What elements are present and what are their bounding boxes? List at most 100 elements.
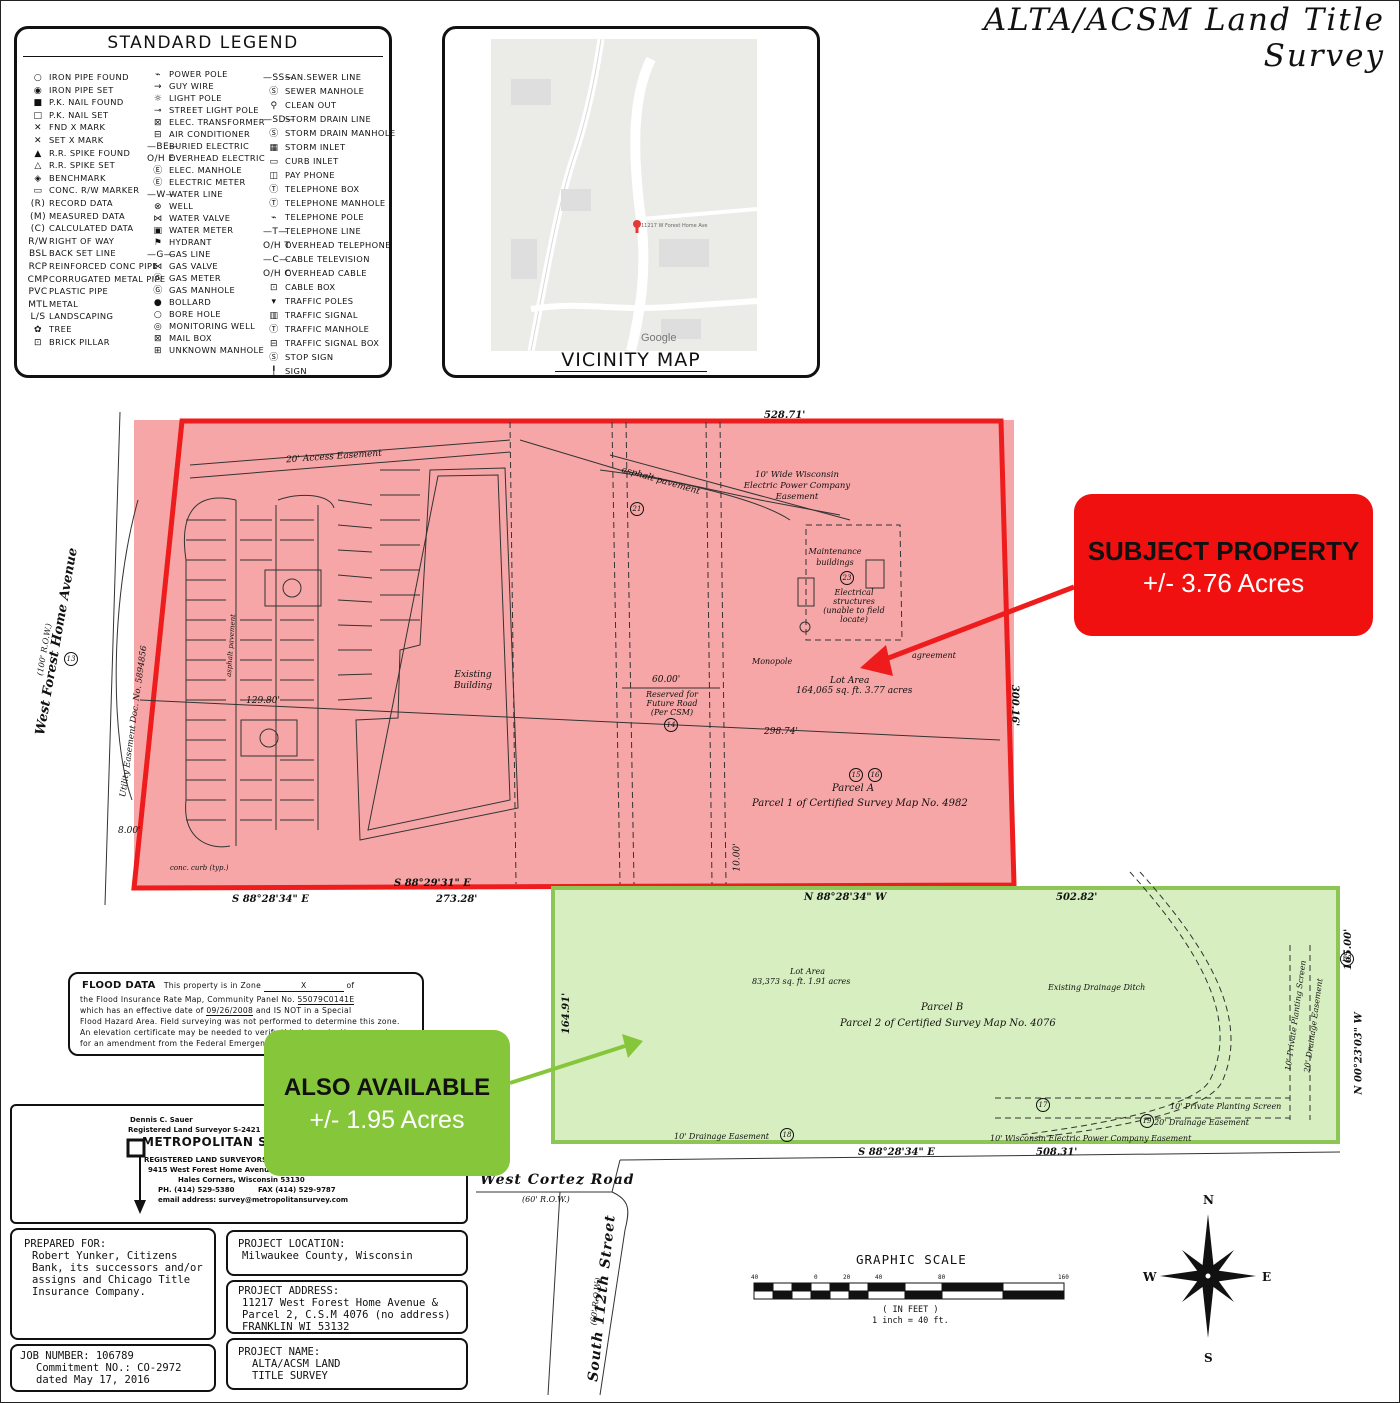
flood-line4: Flood Hazard Area. Field surveying was n… (80, 1017, 400, 1026)
legend-item: ⚑HYDRANT (147, 237, 212, 248)
lot-area-a-label: Lot Area (830, 676, 870, 686)
legend-item: ⊟TRAFFIC SIGNAL BOX (263, 338, 379, 349)
project-address-box: PROJECT ADDRESS: 11217 West Forest Home … (226, 1280, 468, 1334)
also-arrow-head (622, 1034, 643, 1058)
project-location-box: PROJECT LOCATION: Milwaukee County, Wisc… (226, 1230, 468, 1276)
legend-item: ⚲CLEAN OUT (263, 100, 337, 111)
parcel-b-desc: Parcel 2 of Certified Survey Map No. 407… (840, 1018, 1056, 1029)
subject-property-boundary (131, 418, 1017, 891)
legend-item: CMPCORRUGATED METAL PIPE (27, 274, 166, 285)
legend-label: BRICK PILLAR (49, 336, 110, 347)
scale-tick: 160 (1058, 1274, 1069, 1281)
legend-symbol-icon: L/S (30, 312, 46, 323)
legend-item: ✕FND X MARK (27, 122, 105, 133)
legend-label: CONC. R/W MARKER (49, 185, 140, 196)
legend-symbol-icon: ⊸ (154, 106, 162, 116)
surveyor-name: Dennis C. Sauer (130, 1116, 193, 1124)
legend-label: GAS LINE (169, 249, 211, 259)
drainage-ditch-label: Existing Drainage Ditch (1048, 983, 1146, 992)
legend-label: BACK SET LINE (49, 248, 117, 259)
dist-273: 273.28' (436, 894, 478, 905)
surveyor-logo-icon (126, 1138, 166, 1216)
legend-label: FND X MARK (49, 122, 106, 133)
scale-tick: 40 (875, 1274, 883, 1281)
legend-symbol-icon: ⋈ (153, 262, 163, 272)
compass-labels: N S E W (1142, 1193, 1271, 1365)
legend-item: ⊟ AIR CONDITIONER (147, 129, 250, 140)
legend-label: R.R. SPIKE FOUND (49, 147, 131, 158)
project-location-text: Milwaukee County, Wisconsin (242, 1250, 413, 1262)
project-name-box: PROJECT NAME: ALTA/ACSM LAND TITLE SURVE… (226, 1338, 468, 1390)
legend-symbol-icon: ⌁ (271, 213, 277, 223)
scale-tick: 80 (938, 1274, 946, 1281)
legend-label: POWER POLE (169, 69, 228, 79)
legend-label: MAIL BOX (169, 333, 212, 343)
legend-item: O/H COVERHEAD CABLE (263, 268, 367, 279)
flood-line3b: and IS NOT in a Special (255, 1006, 352, 1015)
subject-arrow-line (877, 584, 1075, 665)
flood-zone: X (263, 980, 344, 992)
legend-item: —SD—STORM DRAIN LINE (263, 114, 371, 125)
scale-tick: 0 (814, 1274, 818, 1281)
legend-symbol-icon: CMP (27, 274, 49, 285)
legend-symbol-icon: ⊟ (154, 130, 162, 140)
legend-symbol-icon: —C— (263, 255, 289, 265)
legend-label: UNKNOWN MANHOLE (169, 345, 265, 355)
legend-item: ▲R.R. SPIKE FOUND (27, 148, 130, 159)
legend-label: TELEPHONE LINE (285, 226, 362, 236)
graphic-scale-unit: ( IN FEET ) (882, 1305, 939, 1315)
project-address-line2: Parcel 2, C.S.M 4076 (no address) (242, 1309, 451, 1321)
subject-property-acres: +/- 3.76 Acres (1142, 568, 1305, 598)
legend-label: CABLE TELEVISION (285, 254, 370, 264)
legend-label: ELEC. TRANSFORMER (169, 117, 265, 127)
circle-note: 17 (1036, 1098, 1050, 1112)
vicinity-map-roads: 11217 W Forest Home Ave Google (491, 39, 757, 351)
legend-label: STREET LIGHT POLE (169, 105, 259, 115)
also-available-boundary (551, 886, 1340, 1144)
plat-linework (104, 411, 1341, 1396)
company-phone: PH. (414) 529-5380 (158, 1186, 235, 1194)
legend-item: (M)MEASURED DATA (27, 211, 125, 222)
legend-item: ■P.K. NAIL FOUND (27, 97, 124, 108)
existing-building-label: Existing Building (453, 670, 493, 691)
legend-symbol-icon: ⊠ (154, 118, 162, 128)
legend-symbol-icon: ⊞ (154, 346, 162, 356)
legend-symbol-icon: Ⓣ (269, 199, 279, 209)
legend-label: WATER METER (169, 225, 234, 235)
legend-symbol-icon: (R) (30, 199, 46, 209)
dist-508: 508.31' (1036, 1147, 1078, 1158)
legend-symbol-icon: ⋈ (153, 214, 163, 224)
legend-symbol-icon: ▭ (33, 186, 43, 197)
flood-line2: the Flood Insurance Rate Map, Community … (80, 995, 295, 1004)
legend-label: METAL (49, 298, 79, 309)
bearing-bottom-a: S 88°29'31" E (394, 878, 471, 889)
subject-property-heading: SUBJECT PROPERTY (1087, 536, 1360, 566)
legend-label: AIR CONDITIONER (169, 129, 251, 139)
legend-symbol-icon: → (154, 82, 162, 92)
compass-n: N (1203, 1193, 1214, 1207)
flood-line5: An elevation certificate may be needed t… (80, 1028, 393, 1037)
circle-note: 16 (868, 768, 882, 782)
vicinity-map: 11217 W Forest Home Ave Google (491, 39, 757, 351)
legend-symbol-icon: —BE— (147, 142, 179, 152)
flood-line1b: of (346, 981, 355, 990)
dist-300: 300.16' (1009, 684, 1021, 727)
surveyor-title: Registered Land Surveyor S-2421 (128, 1126, 261, 1134)
legend-label: IRON PIPE SET (49, 84, 114, 95)
legend-label: CALCULATED DATA (49, 223, 134, 234)
legend-label: SEWER MANHOLE (285, 86, 365, 96)
legend-symbol-icon: —G— (147, 250, 174, 260)
legend-item: ⊡CABLE BOX (263, 282, 336, 293)
project-name-line1: ALTA/ACSM LAND (252, 1358, 341, 1370)
legend-label: GAS VALVE (169, 261, 219, 271)
circle-note: 22 (1340, 952, 1354, 966)
bearing-b-right: N 00°23'03" W (1353, 1012, 1365, 1095)
dist-60: 60.00' (652, 675, 681, 685)
legend-symbol-icon: O/H C (263, 269, 292, 279)
compass-s: S (1204, 1351, 1213, 1365)
